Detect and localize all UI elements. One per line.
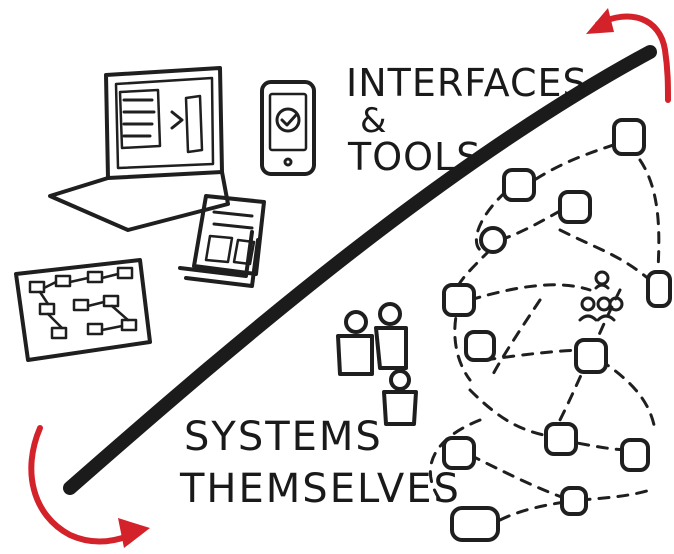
document-stack-icon <box>178 194 266 288</box>
divider-line <box>63 45 657 495</box>
curved-arrow-bottom-icon <box>28 425 150 548</box>
label-ampersand: & <box>360 101 388 141</box>
label-interfaces: INTERFACES <box>346 61 588 105</box>
label-themselves: THEMSELVES <box>179 466 461 512</box>
label-tools: TOOLS <box>347 135 481 179</box>
map-icon <box>14 258 152 362</box>
curved-arrow-top-icon <box>586 8 671 103</box>
laptop-icon <box>48 66 230 232</box>
label-systems: SYSTEMS <box>184 414 383 460</box>
people-icon <box>336 302 418 426</box>
network-people-icon <box>578 270 624 322</box>
phone-icon <box>260 80 316 176</box>
network-nodes <box>442 118 672 542</box>
